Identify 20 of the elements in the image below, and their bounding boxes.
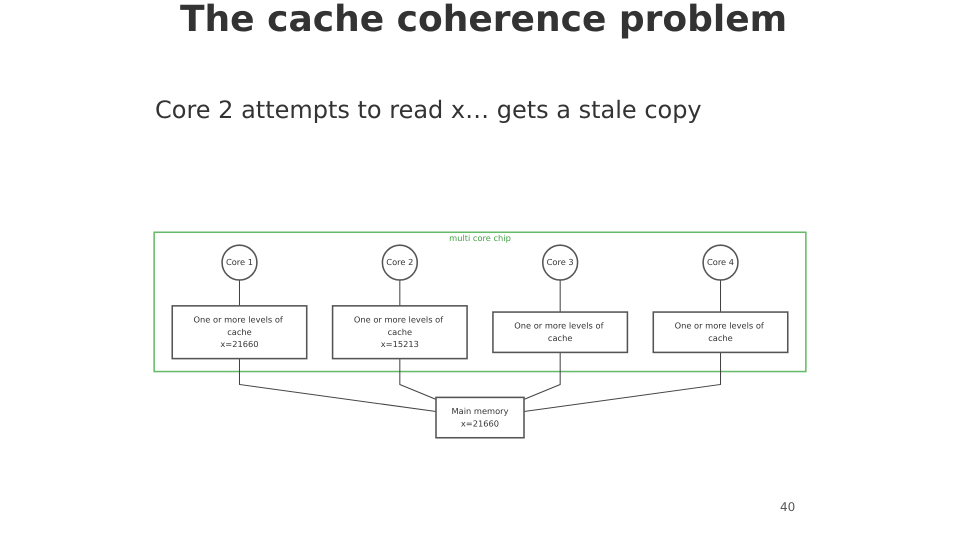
page-number: 40: [780, 500, 796, 514]
node-box: Main memory x=21660: [435, 396, 525, 439]
node-circle: Core 4: [702, 244, 739, 281]
node-circle: Core 3: [542, 244, 578, 281]
node-circle: Core 2: [382, 244, 418, 281]
connector: [238, 358, 436, 412]
subtitle: Core 2 attempts to read x… gets a stale copy: [155, 96, 702, 124]
connector: [238, 280, 240, 306]
slide-title: The cache coherence problem: [180, 0, 788, 40]
node-box: One or more levels of cache: [492, 311, 628, 354]
node-box: One or more levels of cache: [652, 311, 789, 354]
connector: [524, 352, 561, 400]
node-box: One or more levels of cache x=21660: [171, 305, 308, 360]
node-box: One or more levels of cache x=15213: [332, 305, 468, 360]
node-circle: Core 1: [221, 244, 258, 281]
connector: [399, 280, 400, 306]
connector: [524, 352, 722, 412]
connector: [720, 280, 722, 312]
connector: [399, 358, 436, 400]
connector: [560, 280, 561, 312]
